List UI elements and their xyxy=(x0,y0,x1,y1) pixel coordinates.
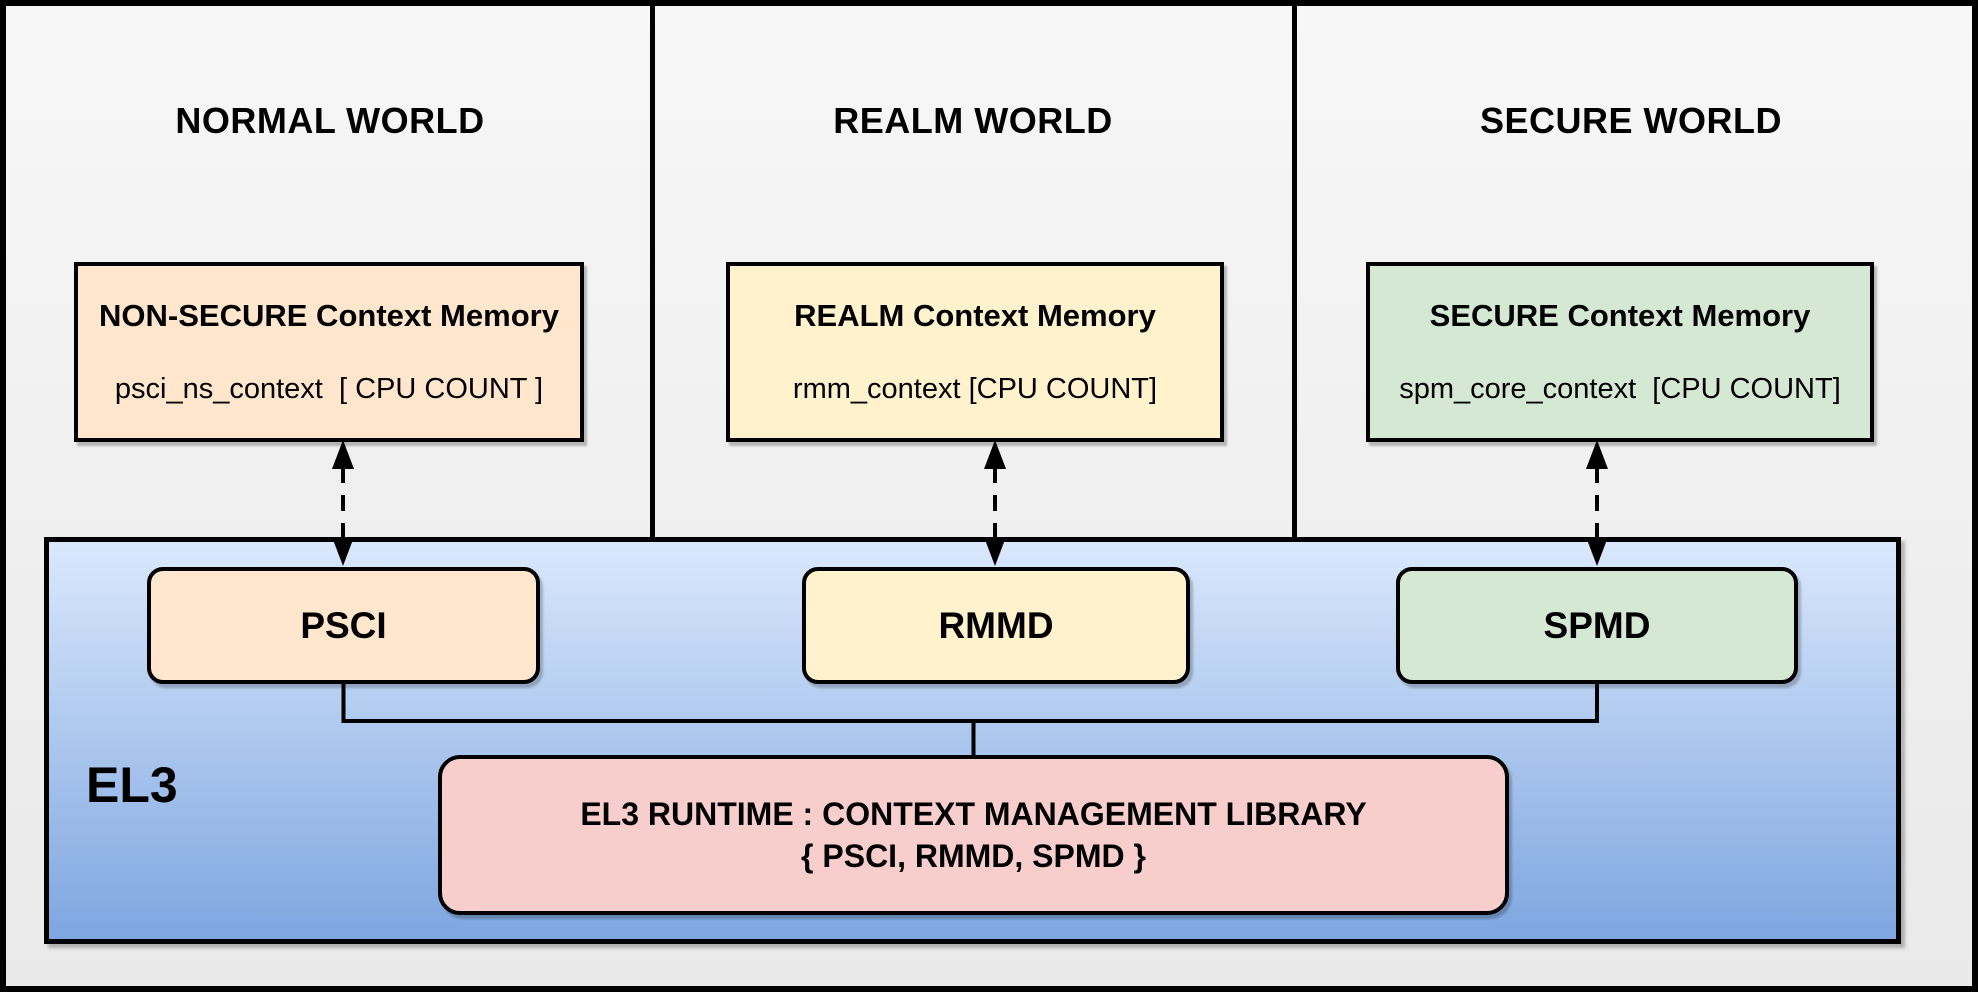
psci-label: PSCI xyxy=(300,604,387,646)
normal-world-heading: NORMAL WORLD xyxy=(175,100,485,141)
secure-context-memory-box: SECURE Context Memory spm_core_context [… xyxy=(1366,262,1874,442)
rmmd-box: RMMD xyxy=(802,567,1190,684)
el3-runtime-subtitle: { PSCI, RMMD, SPMD } xyxy=(801,838,1146,874)
nonsecure-context-memory-variable: psci_ns_context [ CPU COUNT ] xyxy=(114,372,544,405)
realm-context-memory-variable: rmm_context [CPU COUNT] xyxy=(792,372,1158,405)
el3-runtime-box: EL3 RUNTIME : CONTEXT MANAGEMENT LIBRARY… xyxy=(438,755,1509,915)
spmd-label: SPMD xyxy=(1543,604,1651,646)
realm-world-heading: REALM WORLD xyxy=(833,100,1113,141)
el3-label: EL3 xyxy=(86,757,178,813)
panel-divider-realm-secure xyxy=(1292,6,1297,537)
secure-context-memory-variable: spm_core_context [CPU COUNT] xyxy=(1399,372,1841,405)
rmmd-label: RMMD xyxy=(938,604,1054,646)
realm-context-memory-box: REALM Context Memory rmm_context [CPU CO… xyxy=(726,262,1224,442)
secure-world-heading: SECURE WORLD xyxy=(1480,100,1782,141)
nonsecure-context-memory-box: NON-SECURE Context Memory psci_ns_contex… xyxy=(74,262,584,442)
realm-context-memory-title: REALM Context Memory xyxy=(794,297,1156,333)
nonsecure-context-memory-title: NON-SECURE Context Memory xyxy=(99,297,559,333)
el3-runtime-title: EL3 RUNTIME : CONTEXT MANAGEMENT LIBRARY xyxy=(580,796,1367,832)
secure-context-memory-title: SECURE Context Memory xyxy=(1429,297,1811,333)
panel-divider-normal-realm xyxy=(650,6,655,537)
psci-box: PSCI xyxy=(147,567,540,684)
spmd-box: SPMD xyxy=(1396,567,1798,684)
